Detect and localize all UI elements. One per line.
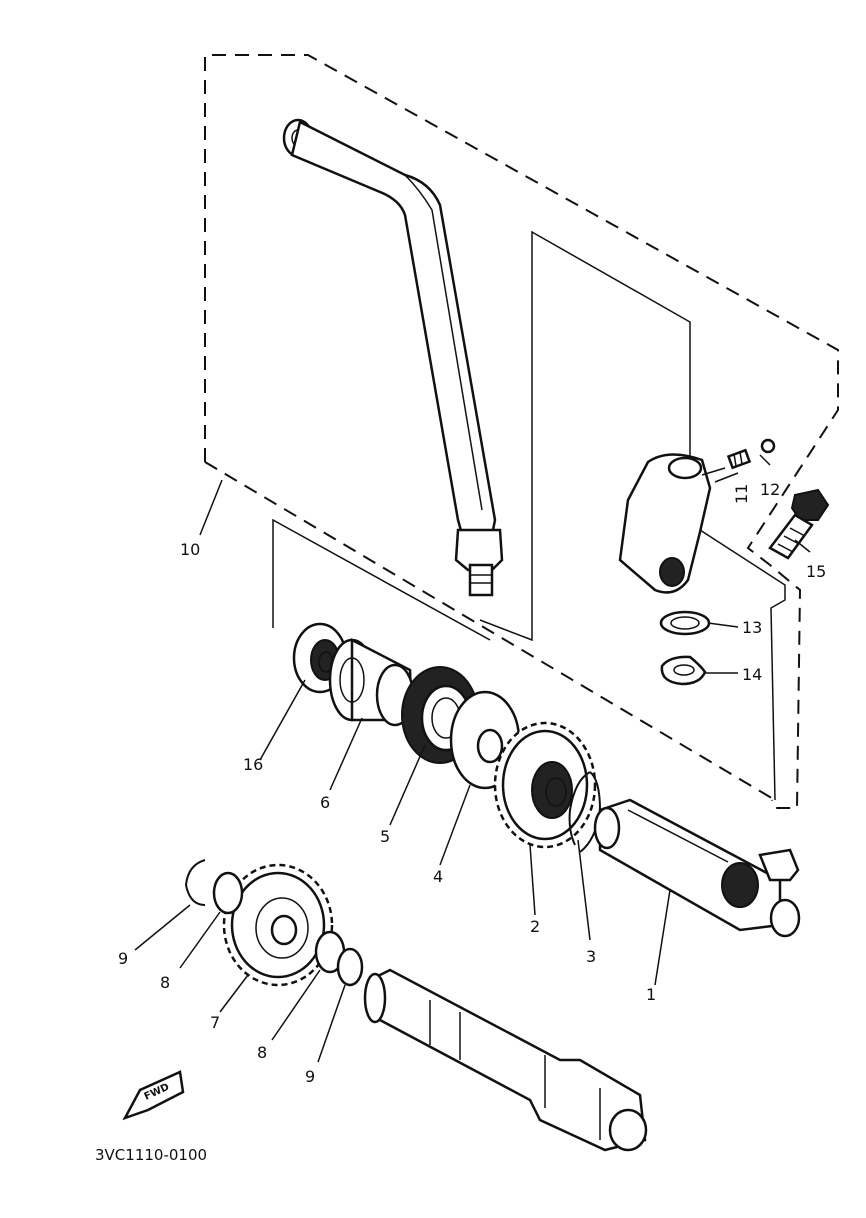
part-label-7: 7 (210, 1013, 220, 1032)
kick-boss (618, 453, 726, 594)
gear-7 (222, 863, 334, 987)
bracket-lines (272, 230, 786, 801)
part-label-12: 12 (760, 480, 780, 499)
part-label-15: 15 (806, 562, 826, 581)
part-label-3: 3 (586, 947, 596, 966)
part-number-labels: 1 2 3 4 5 6 7 8 8 9 9 10 11 12 13 14 15 … (118, 480, 826, 1086)
part-label-2: 2 (530, 917, 540, 936)
part-label-11: 11 (732, 484, 751, 504)
kick-axle-1 (593, 798, 801, 938)
part-label-14: 14 (742, 665, 762, 684)
part-label-1: 1 (646, 985, 656, 1004)
washer-13 (659, 610, 711, 636)
pin-11 (726, 448, 752, 470)
leader-lines (134, 454, 811, 1063)
circlip-9b (336, 947, 364, 987)
e-clip-14 (660, 655, 707, 686)
part-label-10: 10 (180, 540, 200, 559)
part-label-9a: 9 (118, 949, 128, 968)
ratchet-gear-2 (493, 721, 597, 849)
ball-12 (760, 438, 776, 454)
bolt-15 (768, 488, 830, 560)
kick-crank-assembly-outline (204, 54, 839, 809)
kick-crank-lever (282, 118, 504, 597)
part-label-4: 4 (433, 867, 443, 886)
part-label-8a: 8 (160, 973, 170, 992)
fwd-direction-icon: FWD (122, 1070, 185, 1121)
part-label-9b: 9 (305, 1067, 315, 1086)
part-label-16: 16 (243, 755, 263, 774)
part-label-8b: 8 (257, 1043, 267, 1062)
spring-guide-6 (328, 637, 415, 727)
drawing-code: 3VC1110-0100 (95, 1146, 207, 1164)
circlip-9a (184, 859, 206, 906)
part-label-6: 6 (320, 793, 330, 812)
lower-shaft (363, 968, 648, 1152)
part-label-5: 5 (380, 827, 390, 846)
part-label-13: 13 (742, 618, 762, 637)
washer-8a (212, 871, 244, 915)
